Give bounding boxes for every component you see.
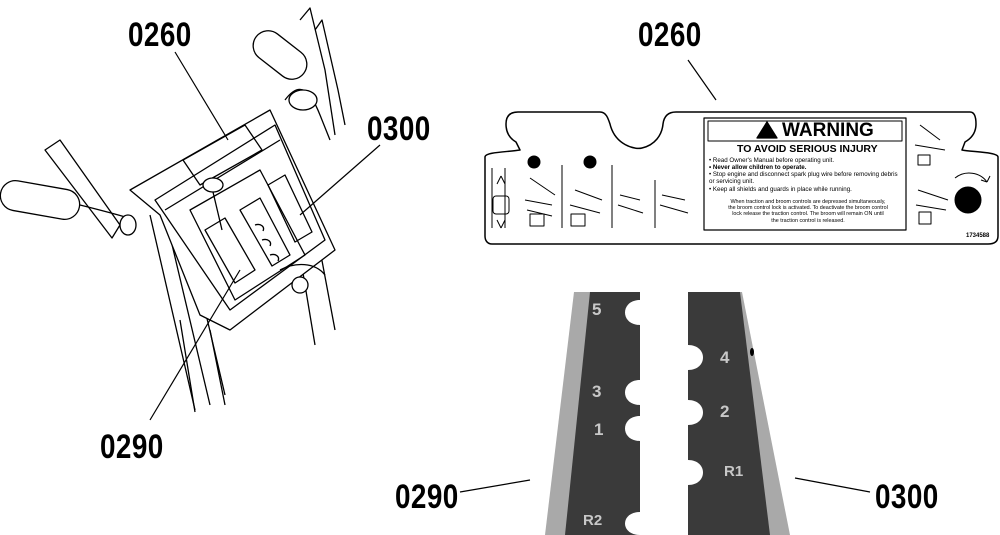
leader-lines [149, 51, 871, 493]
callout-0290-lower: 0290 [100, 428, 164, 466]
warning-line: or servicing unit. [709, 178, 755, 186]
callout-0300-strip: 0300 [875, 478, 939, 516]
callout-0260-right: 0260 [638, 16, 702, 54]
gate-label-4: 4 [720, 348, 730, 367]
gate-label-1: 1 [594, 420, 604, 439]
gate-label-r2: R2 [583, 512, 603, 529]
machine-illustration [0, 7, 346, 413]
gate-label-2: 2 [720, 402, 730, 421]
warning-note-line: lock release the traction control. The b… [732, 211, 884, 218]
gate-label-r1: R1 [724, 463, 744, 480]
warning-note-line: When traction and broom controls are dep… [730, 199, 886, 205]
warning-line: • Stop engine and disconnect spark plug … [709, 171, 898, 179]
decal-part-number: 1734588 [966, 233, 990, 239]
callout-0290-strip: 0290 [395, 478, 459, 516]
warning-note-line: the broom control lock is activated. To … [728, 205, 888, 212]
warning-note-line: the traction control is released. [771, 217, 845, 224]
callout-0260-left: 0260 [128, 16, 192, 54]
warning-note: When traction and broom controls are dep… [712, 199, 904, 224]
warning-line: • Keep all shields and guards in place w… [709, 185, 852, 193]
gate-label-3: 3 [592, 382, 602, 401]
gate-label-5: 5 [592, 300, 602, 319]
right-gate-strip [688, 292, 790, 535]
warning-line: • Read Owner's Manual before operating u… [709, 157, 835, 164]
callout-0300-upper: 0300 [367, 110, 431, 148]
left-gate-strip [545, 292, 640, 535]
decal-pictograms [491, 124, 949, 229]
broom-spin-icon [954, 172, 991, 214]
warning-subtitle: TO AVOID SERIOUS INJURY [737, 143, 878, 155]
warning-line: • Never allow children to operate. [709, 164, 807, 172]
warning-bullets: • Read Owner's Manual before operating u… [709, 157, 905, 193]
warning-title: WARNING [782, 120, 874, 141]
